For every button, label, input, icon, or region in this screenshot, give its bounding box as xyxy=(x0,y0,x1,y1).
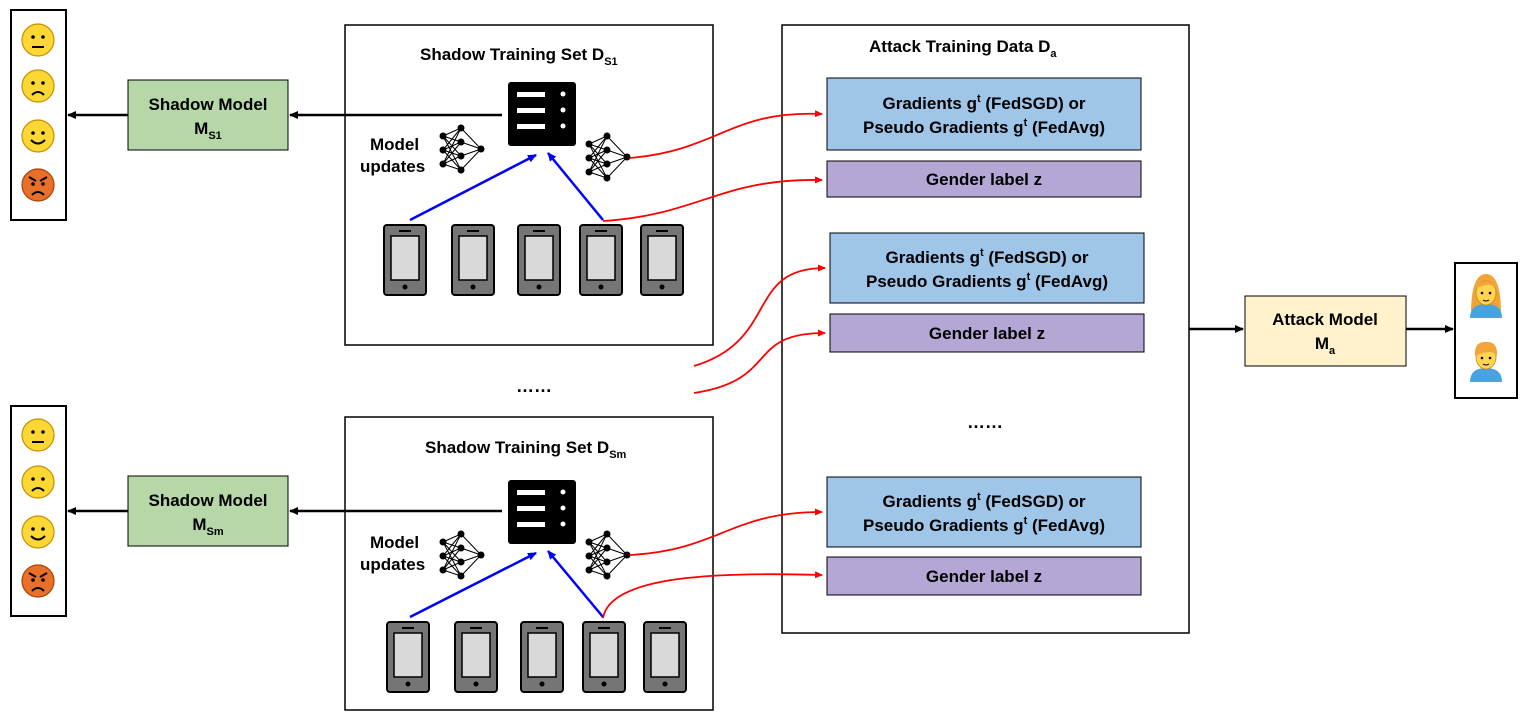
man-icon xyxy=(1470,341,1502,382)
svg-text:MS1: MS1 xyxy=(194,119,222,142)
frowning-face-icon xyxy=(21,69,55,103)
svg-text:Gender label z: Gender label z xyxy=(929,324,1045,343)
svg-text:Shadow Training Set DSm: Shadow Training Set DSm xyxy=(425,438,627,461)
server-icon xyxy=(508,480,576,544)
neural-network-icon xyxy=(585,132,631,182)
attack-data-ellipsis: …… xyxy=(967,412,1003,432)
gender-label-box-2: Gender label z xyxy=(829,313,1145,353)
gender-label-box-1: Gender label z xyxy=(826,160,1142,198)
shadow-model-1-title: Shadow Model xyxy=(149,95,268,114)
attack-model-symbol: M xyxy=(1315,334,1329,353)
gradient-flow-arrow-3 xyxy=(629,508,823,556)
attack-training-data: Attack Training Data Da Gradients gt (Fe… xyxy=(781,24,1190,634)
phone-icon xyxy=(520,621,564,693)
svg-text:Gradients gt (FedSGD) or: Gradients gt (FedSGD) or xyxy=(883,491,1086,511)
shadow-set-m-subscript: Sm xyxy=(609,449,626,461)
shadow-model-2: Shadow Model MSm xyxy=(127,475,289,547)
neutral-face-icon xyxy=(21,418,55,452)
phone-icon xyxy=(383,224,427,296)
shadow-model-2-subscript: Sm xyxy=(207,526,224,538)
svg-text:Pseudo Gradients gt (FedAvg): Pseudo Gradients gt (FedAvg) xyxy=(866,271,1108,291)
phone-icon xyxy=(640,224,684,296)
label-flow-arrow-3 xyxy=(602,571,823,619)
svg-text:Gradients gt (FedSGD) or: Gradients gt (FedSGD) or xyxy=(883,93,1086,113)
phone-icon xyxy=(454,621,498,693)
phone-icon xyxy=(579,224,623,296)
emotion-output-box-2 xyxy=(10,405,67,617)
shadow-training-set-m: Shadow Training Set DSm Model updates xyxy=(344,416,714,711)
shadow-sets-ellipsis: …… xyxy=(516,376,552,396)
angry-face-icon xyxy=(21,564,55,598)
client-update-arrow xyxy=(409,153,537,222)
neutral-face-icon xyxy=(21,23,55,57)
woman-icon xyxy=(1470,274,1502,318)
gradient-box-2: Gradients gt (FedSGD) or Pseudo Gradient… xyxy=(829,232,1145,304)
shadow-set-m-title: Shadow Training Set D xyxy=(425,438,609,457)
phone-icon xyxy=(386,621,430,693)
server-icon xyxy=(508,82,576,146)
phone-icon xyxy=(643,621,687,693)
label-flow-arrow-1 xyxy=(602,176,823,222)
attack-data-title: Attack Training Data D xyxy=(869,37,1050,56)
shadow-model-1-symbol: M xyxy=(194,119,208,138)
frowning-face-icon xyxy=(21,465,55,499)
neural-network-icon xyxy=(439,530,485,580)
smiling-face-icon xyxy=(21,119,55,153)
phone-icon xyxy=(451,224,495,296)
phone-icon xyxy=(517,224,561,296)
shadow-model-2-title: Shadow Model xyxy=(149,491,268,510)
label-flow-arrow-2 xyxy=(693,329,826,394)
model-updates-label-line1: Model xyxy=(370,533,419,552)
svg-text:Gender label z: Gender label z xyxy=(926,170,1042,189)
gradient-box-3: Gradients gt (FedSGD) or Pseudo Gradient… xyxy=(826,476,1142,548)
shadow-set-1-subscript: S1 xyxy=(604,56,617,68)
angry-face-icon xyxy=(21,168,55,202)
shadow-set-1-title: Shadow Training Set D xyxy=(420,45,604,64)
attack-model-subscript: a xyxy=(1329,345,1336,357)
svg-text:Ma: Ma xyxy=(1315,334,1336,357)
client-update-arrow xyxy=(547,550,604,618)
svg-text:Attack Training Data Da: Attack Training Data Da xyxy=(869,37,1057,60)
svg-text:Pseudo Gradients gt (FedAvg): Pseudo Gradients gt (FedAvg) xyxy=(863,515,1105,535)
gradient-box-1: Gradients gt (FedSGD) or Pseudo Gradient… xyxy=(826,77,1142,151)
model-updates-label-line1: Model xyxy=(370,135,419,154)
neural-network-icon xyxy=(585,530,631,580)
svg-text:Gender label z: Gender label z xyxy=(926,567,1042,586)
gradient-flow-arrow-2 xyxy=(693,264,826,367)
model-updates-label-line2: updates xyxy=(360,555,425,574)
shadow-model-2-symbol: M xyxy=(192,515,206,534)
smiling-face-icon xyxy=(21,515,55,549)
emotion-output-box-1 xyxy=(10,9,67,221)
shadow-model-1: Shadow Model MS1 xyxy=(127,79,289,151)
gender-label-box-3: Gender label z xyxy=(826,556,1142,596)
svg-text:Shadow Training Set DS1: Shadow Training Set DS1 xyxy=(420,45,618,68)
shadow-training-set-1: Shadow Training Set DS1 Model updates xyxy=(344,24,714,346)
svg-text:MSm: MSm xyxy=(192,515,224,538)
attack-model-title: Attack Model xyxy=(1272,310,1378,329)
model-updates-label-line2: updates xyxy=(360,157,425,176)
phone-icon xyxy=(582,621,626,693)
svg-text:Pseudo Gradients gt (FedAvg): Pseudo Gradients gt (FedAvg) xyxy=(863,117,1105,137)
client-update-arrow xyxy=(547,152,604,221)
svg-text:Gradients gt (FedSGD) or: Gradients gt (FedSGD) or xyxy=(886,247,1089,267)
attack-data-subscript: a xyxy=(1050,48,1057,60)
attack-model: Attack Model Ma xyxy=(1244,295,1407,367)
client-update-arrow xyxy=(409,551,537,619)
gradient-flow-arrow-1 xyxy=(629,110,823,159)
shadow-model-1-subscript: S1 xyxy=(208,130,221,142)
neural-network-icon xyxy=(439,124,485,174)
gender-output-box xyxy=(1454,262,1518,399)
